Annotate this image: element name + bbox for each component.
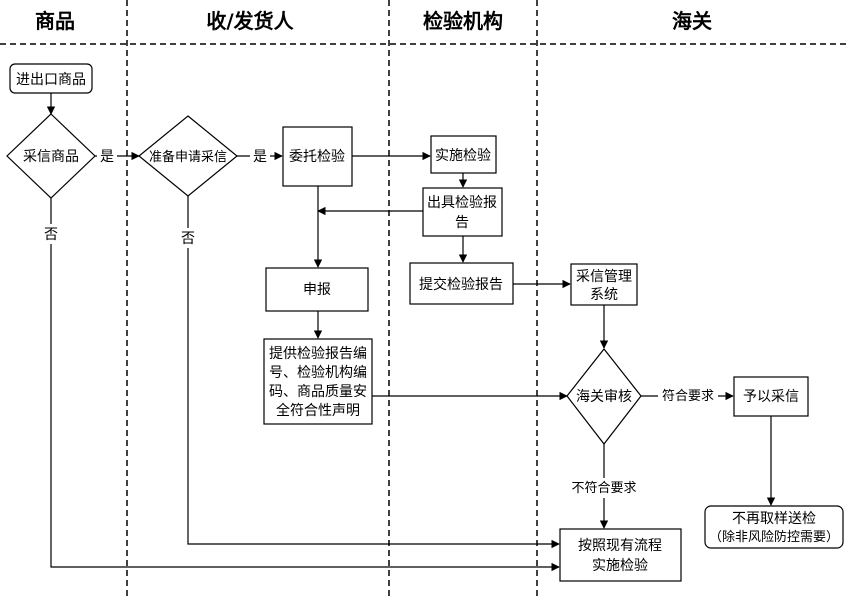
node-prepare-apply-decision [138,115,238,197]
edge-prepare-no-to-existing [187,196,560,549]
node-entrust-inspection [282,126,353,187]
label-bg [179,228,199,248]
node-customs-review-decision [566,348,642,445]
edge-label-no-2: 否 [181,231,195,247]
node-adopt-goods-decision [6,113,96,199]
node-adoption-management-system-label-1: 采信管理 [576,269,632,285]
node-implement-inspection [430,135,497,174]
lane-title-inspection-agency: 检验机构 [423,9,503,33]
node-import-export-goods [9,63,93,94]
node-provide-info-label-3: 码、商品质量安 [269,384,367,400]
node-no-sampling-label-2: （除非风险防控需要） [709,529,839,545]
lane-title-consignee: 收/发货人 [206,9,294,33]
node-provide-info-label-2: 号、检验机构编 [269,365,367,381]
node-grant-adoption-label: 予以采信 [743,389,799,405]
node-declare [265,267,369,312]
label-bg [97,146,117,166]
node-adoption-management-system [570,263,638,306]
node-provide-info [263,338,373,425]
node-provide-info-label-4: 全符合性声明 [276,402,360,419]
edge-label-not-meets: 不符合要求 [571,480,636,496]
node-adopt-goods-decision-label: 采信商品 [23,149,79,165]
edge-adopt-no-to-existing [50,198,560,572]
node-submit-report-label: 提交检验报告 [419,276,503,293]
edge-label-meets: 符合要求 [662,388,714,404]
node-no-sampling-label-1: 不再取样送检 [732,511,816,527]
node-import-export-goods-label: 进出口商品 [16,72,86,88]
node-issue-report-label-1: 出具检验报 [427,195,497,211]
edge-label-yes-2: 是 [253,149,267,165]
lane-title-customs: 海关 [672,9,712,33]
label-bg [658,386,718,406]
lane-title-goods: 商品 [35,9,75,33]
label-bg [42,224,62,244]
node-declare-label: 申报 [303,282,331,298]
node-entrust-inspection-label: 委托检验 [289,149,345,165]
node-submit-report [409,262,514,305]
node-existing-process [559,528,682,582]
node-issue-report [422,187,503,237]
node-adoption-management-system-label-2: 系统 [590,287,618,303]
node-provide-info-label-1: 提供检验报告编 [269,346,367,362]
edge-label-yes-1: 是 [100,149,114,165]
edge-label-no-1: 否 [44,227,58,243]
node-existing-process-label-2: 实施检验 [592,558,648,574]
node-implement-inspection-label: 实施检验 [435,148,491,164]
node-no-sampling [704,505,844,549]
node-existing-process-label-1: 按照现有流程 [578,538,662,554]
node-issue-report-label-2: 告 [455,215,469,231]
label-bg [568,478,640,498]
node-customs-review-decision-label: 海关审核 [576,389,632,405]
node-prepare-apply-decision-label: 准备申请采信 [149,149,227,165]
label-bg [250,146,270,166]
node-grant-adoption [733,376,809,417]
